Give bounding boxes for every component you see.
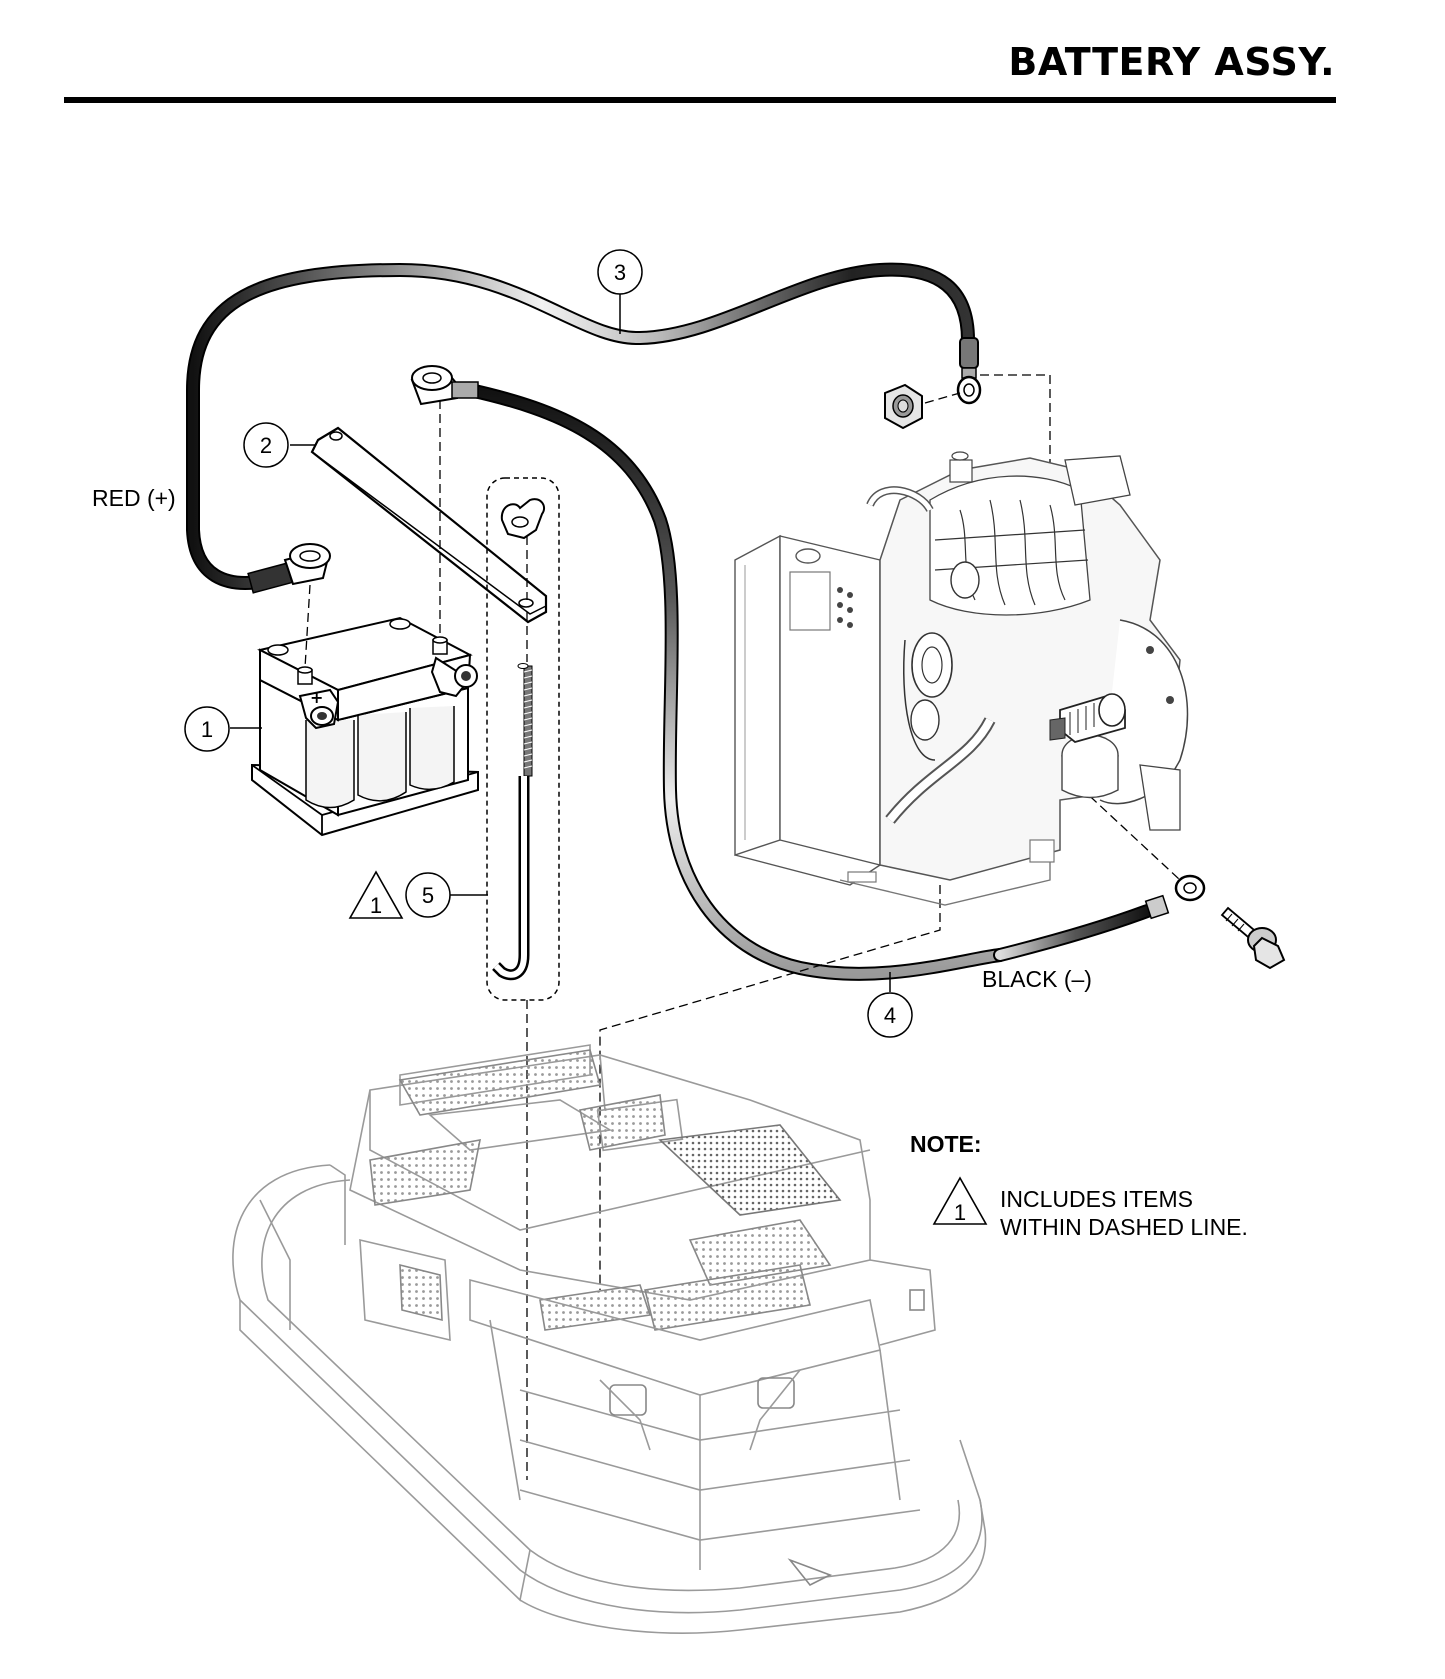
black-negative-cable: [410, 365, 1007, 981]
callout-2: 2: [243, 422, 315, 468]
callout-5: 5 1: [348, 870, 488, 919]
note-block: NOTE: 1 INCLUDES ITEMS WITHIN DASHED LIN…: [910, 1131, 1248, 1240]
black-cable-label: BLACK (–): [982, 966, 1092, 992]
battery-positive-mark: +: [310, 688, 323, 707]
note-symbol: 1: [954, 1200, 966, 1225]
item5-note-symbol: 1: [370, 893, 382, 918]
j-bolt-kit: [486, 477, 560, 1001]
header-rule: [64, 97, 1336, 103]
battery: +: [251, 616, 479, 837]
note-triangle-icon: [348, 870, 404, 919]
engine-ground-cable: [993, 874, 1286, 970]
note-triangle-icon: [932, 1176, 988, 1225]
callout-3: 3: [597, 249, 643, 334]
note-title: NOTE:: [910, 1131, 982, 1157]
note-line-1: INCLUDES ITEMS: [1000, 1186, 1193, 1212]
note-line-2: WITHIN DASHED LINE.: [1000, 1214, 1248, 1240]
machine-frame: [232, 1044, 987, 1634]
engine: [734, 451, 1189, 906]
callout-5-number: 5: [422, 883, 434, 908]
terminal-nut: [884, 383, 923, 430]
callout-1-number: 1: [201, 717, 213, 742]
red-positive-cable: [186, 262, 982, 594]
red-cable-label: RED (+): [92, 485, 176, 511]
callout-2-number: 2: [260, 433, 272, 458]
callout-4-number: 4: [884, 1003, 896, 1028]
callout-4: 4: [867, 972, 913, 1038]
callout-1: 1: [184, 706, 262, 752]
hold-down-bar: [310, 426, 548, 624]
callout-3-number: 3: [614, 260, 626, 285]
page-title: BATTERY ASSY.: [1008, 40, 1335, 84]
ground-bolt: [1220, 906, 1286, 970]
